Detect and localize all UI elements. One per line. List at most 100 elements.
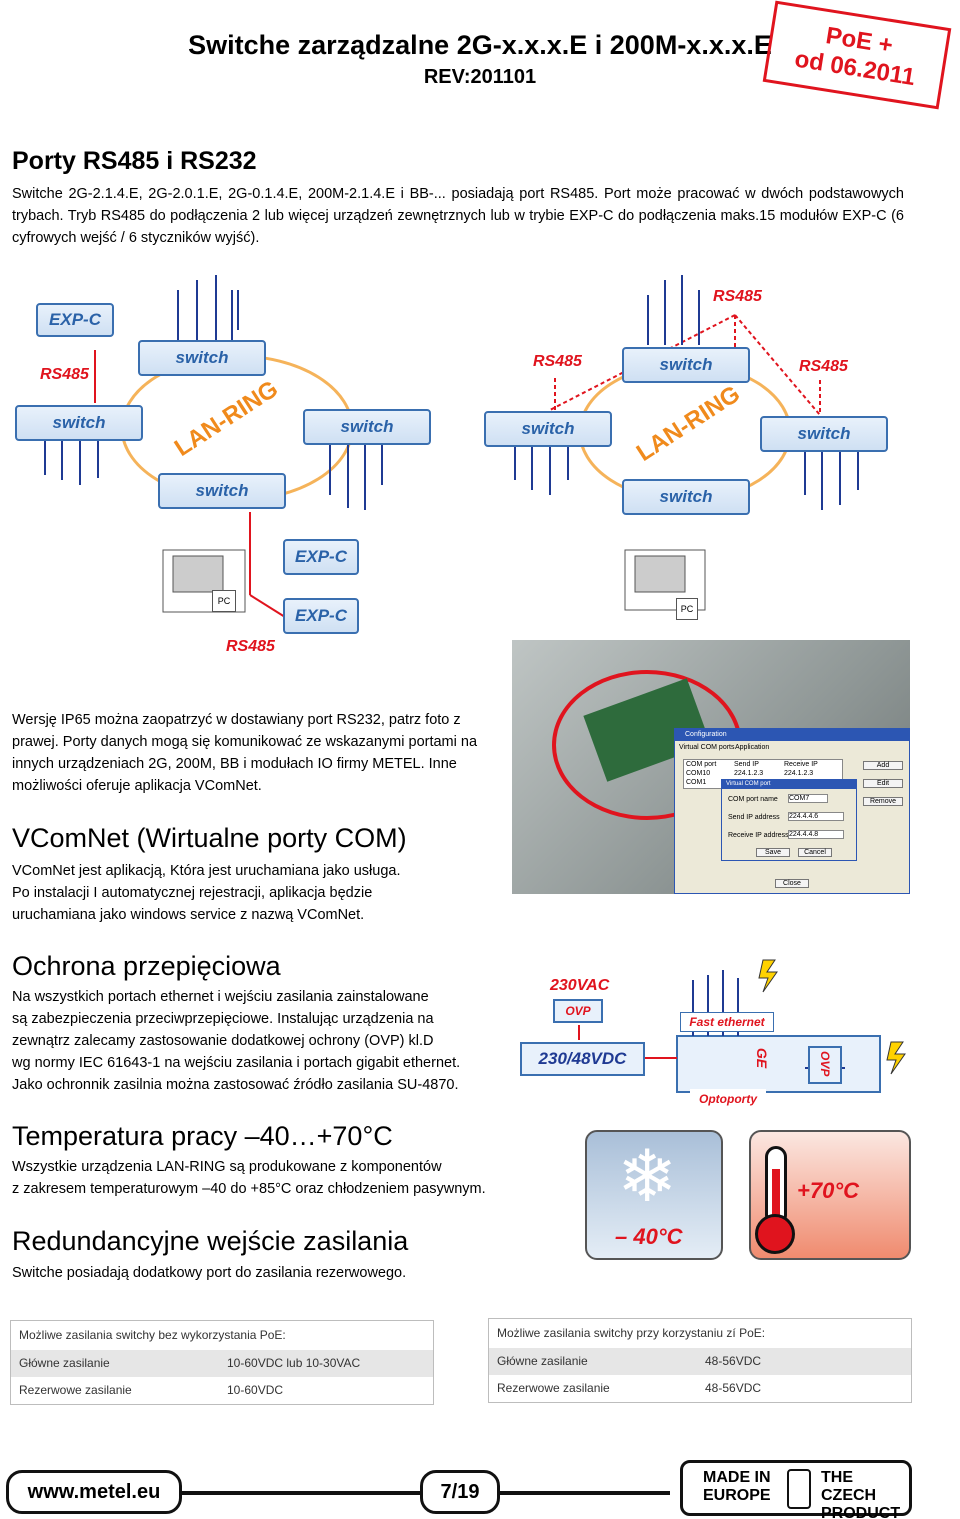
switch-top-right: switch bbox=[622, 347, 750, 383]
row-value: 10-60VDC bbox=[227, 1383, 284, 1397]
ovp-line5: Jako ochronnik zasilnia można zastosować… bbox=[12, 1077, 459, 1093]
switch-bottom: switch bbox=[158, 473, 286, 509]
thermometer-icon bbox=[765, 1146, 787, 1226]
edit-button[interactable]: Edit bbox=[863, 779, 903, 788]
section-heading-red: Redundancyjne wejście zasilania bbox=[12, 1226, 409, 1256]
tab-virtual-com-label: Virtual COM ports bbox=[679, 744, 735, 751]
lightning-icon-right bbox=[886, 1041, 906, 1075]
col-receive-ip: Receive IP bbox=[784, 761, 818, 768]
made-line1: MADE IN bbox=[703, 1469, 771, 1486]
config-title: Configuration bbox=[675, 729, 909, 741]
vcom-line3: uruchamiana jako windows service z nazwą… bbox=[12, 907, 365, 923]
rs485-link-expc bbox=[249, 594, 286, 618]
field-label-name: COM port name bbox=[728, 796, 778, 803]
website-link[interactable]: www.metel.eu bbox=[6, 1470, 182, 1514]
switch-left-right: switch bbox=[484, 411, 612, 447]
ovp-line3: zewnątrz zalecamy zastosowanie dodatkowe… bbox=[12, 1033, 434, 1049]
row-com10[interactable]: COM10 bbox=[686, 770, 711, 777]
field-label-send: Send IP address bbox=[728, 814, 780, 821]
ovp-right-label: OVP bbox=[818, 1051, 832, 1077]
remove-button[interactable]: Remove bbox=[863, 797, 903, 806]
page-number: 7/19 bbox=[420, 1470, 500, 1514]
fast-ethernet-label: Fast ethernet bbox=[680, 1012, 774, 1032]
temp-text: Wszystkie urządzenia LAN-RING są produko… bbox=[12, 1156, 572, 1200]
ovp-line2: są zabezpieczenia przeciwprzepięciowe. I… bbox=[12, 1011, 434, 1027]
vcom-text: VComNet jest aplikacją, Która jest uruch… bbox=[12, 860, 502, 926]
section-heading-temp: Temperatura pracy –40…+70°C bbox=[12, 1121, 393, 1151]
ovp-box-left: OVP bbox=[553, 999, 603, 1023]
footer-rule bbox=[10, 1491, 670, 1495]
col-send-ip: Send IP bbox=[734, 761, 759, 768]
dialog-title: Virtual COM port bbox=[722, 780, 856, 789]
thermometer-bulb bbox=[755, 1214, 795, 1254]
com-port-name-input[interactable]: COM7 bbox=[788, 794, 828, 803]
switch-left: switch bbox=[15, 405, 143, 441]
row-com1[interactable]: COM1 bbox=[686, 779, 707, 786]
ovp-line4: wg normy IEC 61643-1 na wejściu zasilani… bbox=[12, 1055, 461, 1071]
poe-stamp: PoE + od 06.2011 bbox=[762, 0, 952, 110]
row-value: 48-56VDC bbox=[705, 1381, 762, 1395]
switch-top: switch bbox=[138, 340, 266, 376]
row-value: 48-56VDC bbox=[705, 1354, 762, 1368]
hot-box: +70°C bbox=[749, 1130, 911, 1260]
section-heading-vcom: VComNet (Wirtualne porty COM) bbox=[12, 823, 407, 853]
row-label: Rezerwowe zasilanie bbox=[497, 1381, 610, 1395]
hot-label: +70°C bbox=[797, 1178, 860, 1203]
temp-line1: Wszystkie urządzenia LAN-RING są produko… bbox=[12, 1159, 442, 1175]
save-button[interactable]: Save bbox=[756, 848, 790, 857]
table-row: Główne zasilanie 10-60VDC lub 10-30VAC bbox=[11, 1350, 433, 1377]
send-ip-input[interactable]: 224.4.4.6 bbox=[788, 812, 844, 821]
add-button[interactable]: Add bbox=[863, 761, 903, 770]
table-header: Możliwe zasilania switchy przy korzystan… bbox=[497, 1326, 766, 1340]
tab-application-label: Application bbox=[735, 744, 770, 751]
lightning-icon-top bbox=[758, 959, 778, 993]
close-button[interactable]: Close bbox=[775, 879, 809, 888]
rs485-label-left-right: RS485 bbox=[533, 353, 582, 370]
row-label: Rezerwowe zasilanie bbox=[19, 1383, 132, 1397]
vac-label: 230VAC bbox=[550, 977, 610, 994]
made-in-europe: MADE IN EUROPE bbox=[703, 1469, 771, 1505]
switch-right: switch bbox=[303, 409, 431, 445]
cold-label: – 40°C bbox=[615, 1224, 683, 1249]
ip65-paragraph: Wersję IP65 można zaopatrzyć w dostawian… bbox=[12, 712, 478, 794]
snowflake-icon: ❄ bbox=[617, 1137, 678, 1217]
field-label-recv: Receive IP address bbox=[728, 832, 789, 839]
cold-box: ❄ – 40°C bbox=[585, 1130, 723, 1260]
table-row: Rezerwowe zasilanie 10-60VDC bbox=[11, 1377, 433, 1404]
section-heading-rs: Porty RS485 i RS232 bbox=[12, 147, 257, 175]
arrows-right bbox=[514, 275, 859, 510]
row-value: 10-60VDC lub 10-30VAC bbox=[227, 1356, 361, 1370]
table-row: Rezerwowe zasilanie 48-56VDC bbox=[489, 1375, 911, 1402]
rs485-label-top-right: RS485 bbox=[713, 288, 762, 305]
czech-map-icon bbox=[787, 1469, 811, 1509]
ge-label: GE bbox=[754, 1047, 771, 1069]
rs485-label-bottom: RS485 bbox=[226, 638, 275, 655]
row-com10-send: 224.1.2.3 bbox=[734, 770, 764, 777]
rs485-dashed-links bbox=[549, 314, 821, 416]
expc-box-bottom2: EXP-C bbox=[283, 598, 359, 634]
switch-right-right: switch bbox=[760, 416, 888, 452]
tab-virtual-com[interactable]: Virtual COM ports bbox=[679, 744, 735, 751]
workstation-picture bbox=[162, 549, 246, 613]
row-com10-recv: 224.1.2.3 bbox=[784, 770, 814, 777]
rs-paragraph: Switche 2G-2.1.4.E, 2G-2.0.1.E, 2G-0.1.4… bbox=[12, 186, 904, 246]
power-table-left: Możliwe zasilania switchy bez wykorzysta… bbox=[10, 1320, 434, 1405]
ovp-diagram bbox=[578, 959, 906, 1093]
cancel-button[interactable]: Cancel bbox=[798, 848, 832, 857]
optoporty-label: Optoporty bbox=[690, 1089, 766, 1109]
czech-line2: PRODUCT bbox=[821, 1505, 901, 1519]
row-label: Główne zasilanie bbox=[19, 1356, 110, 1370]
receive-ip-input[interactable]: 224.4.4.8 bbox=[788, 830, 844, 839]
rs485-label-left: RS485 bbox=[40, 366, 89, 383]
row-label: Główne zasilanie bbox=[497, 1354, 588, 1368]
monitor-wall-right bbox=[634, 555, 686, 593]
switch-bottom-right: switch bbox=[622, 479, 750, 515]
rs485-label-right: RS485 bbox=[799, 358, 848, 375]
lan-ring-diagram-right bbox=[514, 275, 859, 611]
pc-label-left: PC bbox=[212, 590, 236, 612]
tab-application[interactable]: Application bbox=[735, 744, 769, 751]
monitor-wall bbox=[172, 555, 224, 593]
arrows-top bbox=[44, 275, 383, 510]
power-table-right: Możliwe zasilania switchy przy korzystan… bbox=[488, 1318, 912, 1403]
pc-label-right: PC bbox=[676, 598, 698, 620]
